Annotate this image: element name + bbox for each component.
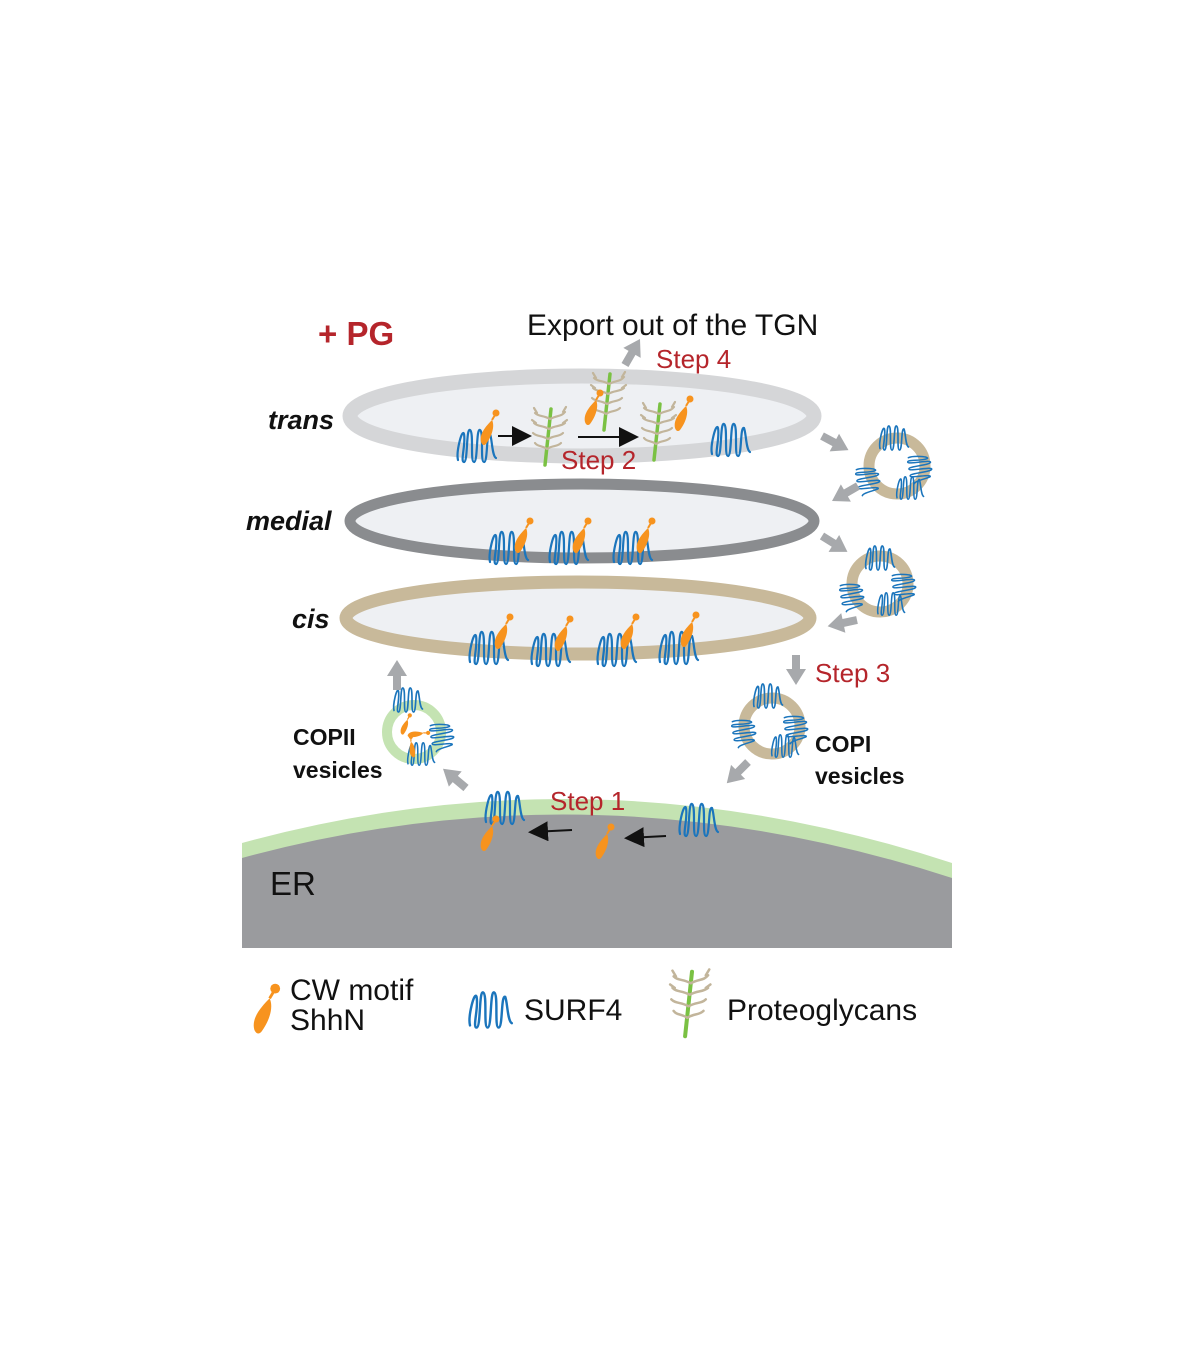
er-contents <box>479 790 720 861</box>
condition-label: + PG <box>318 315 394 352</box>
copi-label-line1: COPI <box>815 731 871 757</box>
legend-receptor: SURF4 <box>468 991 622 1029</box>
copi-label-line2: vesicles <box>815 763 905 789</box>
copii-label-line1: COPII <box>293 724 356 750</box>
legend-cargo-line2: ShhN <box>290 1004 365 1037</box>
medial-cisterna <box>344 478 820 564</box>
medial-label: medial <box>246 506 332 536</box>
flow-arrow <box>786 655 806 685</box>
step1-label: Step 1 <box>550 786 625 816</box>
step4-label: Step 4 <box>656 344 731 374</box>
trans-contents <box>456 394 752 467</box>
er-lumen <box>242 808 952 948</box>
er-label: ER <box>270 865 316 902</box>
legend: CW motif ShhN SURF4 Proteoglycans <box>252 970 917 1038</box>
copii-vesicle <box>382 687 457 766</box>
trans-label: trans <box>268 405 334 435</box>
flow-arrow <box>827 477 863 510</box>
legend-receptor-label: SURF4 <box>524 994 622 1027</box>
step2-label: Step 2 <box>561 445 636 475</box>
flow-arrow <box>816 527 853 561</box>
legend-proteoglycan-label: Proteoglycans <box>727 994 917 1027</box>
flow-arrow <box>817 427 854 459</box>
trans-cisterna <box>342 368 822 464</box>
surf4-legend-icon <box>468 991 514 1029</box>
cis-cisterna <box>339 575 817 661</box>
flow-arrow <box>825 610 860 637</box>
copi-vesicle <box>838 545 919 618</box>
er-membrane <box>242 799 952 878</box>
copi-vesicle <box>730 683 811 760</box>
step3-label: Step 3 <box>815 658 890 688</box>
flow-arrow <box>719 754 756 791</box>
er-arrow <box>624 827 667 848</box>
legend-proteoglycan: Proteoglycans <box>670 970 917 1037</box>
copii-label-line2: vesicles <box>293 757 383 783</box>
er-arrow <box>528 821 573 842</box>
er-region <box>242 799 952 948</box>
legend-cargo: CW motif ShhN <box>252 974 414 1037</box>
flow-arrow <box>387 660 407 690</box>
cargo-legend-icon <box>252 982 282 1035</box>
cis-label: cis <box>292 604 330 634</box>
proteoglycan-legend-icon <box>670 970 710 1037</box>
export-title: Export out of the TGN <box>527 309 818 342</box>
flow-arrow <box>436 761 473 796</box>
copi-vesicle <box>854 425 935 500</box>
legend-cargo-line1: CW motif <box>290 974 414 1007</box>
